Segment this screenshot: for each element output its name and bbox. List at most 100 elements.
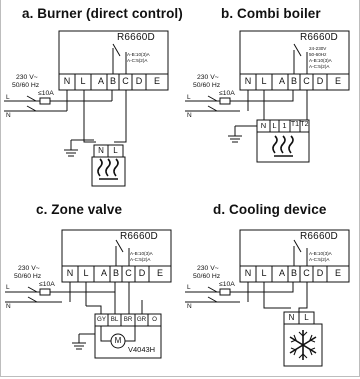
panel-b-rating-2: 50-60Hz xyxy=(309,52,327,57)
panel-b-rating-4: A-C:5(2)A xyxy=(309,64,330,69)
panel-a-wiring xyxy=(4,30,169,187)
terminal-label: N xyxy=(63,76,71,86)
panel-a-line-L: L xyxy=(6,94,10,101)
panel-d-rating-1: A-B:10(3)A xyxy=(309,251,332,256)
panel-a-earth-symbol xyxy=(64,140,78,157)
panel-d-voltage: 230 V~ xyxy=(197,265,219,272)
panel-d-device-terminal: N xyxy=(288,313,295,322)
panel-b-frequency: 50/60 Hz xyxy=(193,82,221,89)
terminal-label: C xyxy=(125,268,132,278)
panel-a-model: R6660D xyxy=(117,32,155,43)
panel-c-valve-model: V4043H xyxy=(128,345,156,354)
panel-a-burner-box xyxy=(91,156,126,187)
panel-c-rating-1: A-B:10(3)A xyxy=(130,251,153,256)
panel-d-device-terminal: L xyxy=(304,313,309,322)
panel-c-fuse-label: ≤10A xyxy=(39,281,55,288)
panel-b-device-terminal: T2 xyxy=(300,121,309,128)
panel-c-motor-label: M xyxy=(114,336,122,345)
terminal-label: E xyxy=(153,76,160,86)
panel-b-relay-contacts xyxy=(293,43,308,74)
terminal-label: N xyxy=(244,76,252,86)
panel-b-wiring xyxy=(185,30,350,163)
panel-c-wiring xyxy=(5,229,172,359)
panel-a-line-N: N xyxy=(6,112,11,119)
panel-b-fuse-label: ≤10A xyxy=(219,90,235,97)
terminal-label: B xyxy=(109,76,116,86)
terminal-label: L xyxy=(83,268,89,278)
panel-c-frequency: 50/60 Hz xyxy=(14,273,42,280)
terminal-label: B xyxy=(112,268,119,278)
terminal-label: E xyxy=(334,268,341,278)
panel-d-fuse xyxy=(219,288,231,296)
panel-c-valve-terminal: GR xyxy=(136,316,147,323)
terminal-label: L xyxy=(80,76,86,86)
panel-c-valve-box xyxy=(94,325,162,359)
terminal-label: C xyxy=(303,268,310,278)
flame-icon xyxy=(97,158,119,180)
terminal-label: C xyxy=(303,76,310,86)
terminal-label: A xyxy=(100,268,107,278)
terminal-label: B xyxy=(290,268,297,278)
panel-c-relay-contacts xyxy=(115,239,130,266)
panel-b-boiler-box xyxy=(256,131,310,163)
flame-icon xyxy=(272,135,294,157)
panel-d-cooling-box xyxy=(283,323,323,367)
terminal-label: L xyxy=(261,76,267,86)
panel-a-frequency: 50/60 Hz xyxy=(12,82,40,89)
terminal-label: L xyxy=(261,268,267,278)
snowflake-icon xyxy=(289,330,317,360)
panel-a-rating-1: A-B:10(3)A xyxy=(127,52,150,57)
panel-c-voltage: 230 V~ xyxy=(18,265,40,272)
terminal-label: N xyxy=(66,268,74,278)
terminal-label: D xyxy=(316,76,324,86)
terminal-label: D xyxy=(138,268,146,278)
terminal-label: C xyxy=(122,76,129,86)
panel-c-line-N: N xyxy=(6,303,11,310)
terminal-label: B xyxy=(290,76,297,86)
panel-c-model: R6660D xyxy=(120,231,158,242)
panel-b-rating-3: A-B:10(3)A xyxy=(309,58,332,63)
panel-b-device-terminal: L xyxy=(272,121,277,130)
terminal-label: A xyxy=(278,268,285,278)
terminal-label: D xyxy=(316,268,324,278)
panel-c-valve-terminal: GY xyxy=(97,316,106,323)
panel-c-line-L: L xyxy=(6,284,10,291)
panel-c-valve-terminal: BL xyxy=(110,316,119,323)
panel-d-title: d. Cooling device xyxy=(213,202,327,217)
panel-d-line-L: L xyxy=(187,284,191,291)
panel-a-fuse xyxy=(39,97,51,105)
panel-b-line-N: N xyxy=(187,112,192,119)
panel-a-voltage: 230 V~ xyxy=(16,74,38,81)
panel-b-fuse xyxy=(219,97,231,105)
panel-b-title: b. Combi boiler xyxy=(221,6,321,21)
panel-a-device-terminal: L xyxy=(113,146,118,155)
panel-c-title: c. Zone valve xyxy=(36,202,123,217)
panel-c-rating-2: A-C:5(2)A xyxy=(130,257,151,262)
panel-a-relay-contacts xyxy=(112,43,127,74)
panel-a-device-terminal: N xyxy=(98,146,104,155)
panel-a-fuse-label: ≤10A xyxy=(38,90,54,97)
panel-d-relay-contacts xyxy=(293,239,308,266)
panel-c-valve-terminal: BR xyxy=(123,316,133,323)
terminal-label: D xyxy=(135,76,143,86)
panel-a-title: a. Burner (direct control) xyxy=(22,6,183,21)
panel-d-fuse-label: ≤10A xyxy=(219,281,235,288)
panel-b-earth-symbol xyxy=(228,125,257,143)
panel-d-model: R6660D xyxy=(300,231,338,242)
panel-b-model: R6660D xyxy=(300,32,338,43)
panel-c-fuse xyxy=(39,288,51,296)
panel-b-voltage: 230 V~ xyxy=(197,74,219,81)
panel-b-rating-1: 24-230V xyxy=(309,46,327,51)
panel-c-earth-symbol xyxy=(72,333,95,350)
terminal-label: A xyxy=(97,76,104,86)
panel-b-device-terminal: N xyxy=(260,121,267,130)
terminal-label: E xyxy=(334,76,341,86)
terminal-label: N xyxy=(244,268,252,278)
panel-b-device-terminal: 1 xyxy=(282,121,287,130)
terminal-label: A xyxy=(278,76,285,86)
panel-d-frequency: 50/60 Hz xyxy=(193,273,221,280)
panel-b-device-terminal: T1 xyxy=(290,121,300,128)
panel-b-line-L: L xyxy=(187,94,191,101)
panel-d-wiring xyxy=(185,229,350,367)
